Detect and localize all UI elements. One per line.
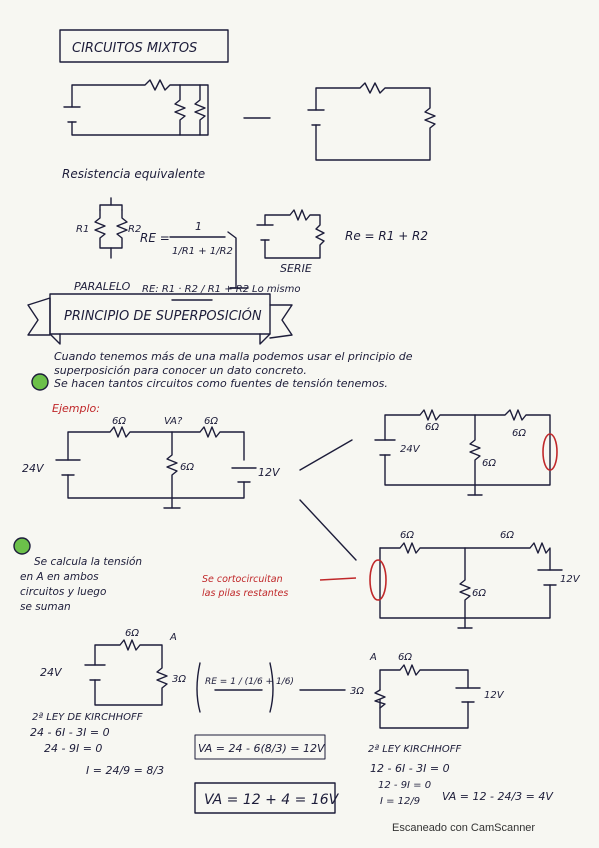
circuit-r-right: 6Ω <box>204 416 218 427</box>
circuit-v-right: 12V <box>258 466 281 479</box>
right-eq2: 12 - 9I = 0 <box>378 780 431 791</box>
label-serie: SERIE <box>280 262 312 275</box>
series-diagram <box>256 209 325 259</box>
left-eq1: 24 - 6I - 3I = 0 <box>30 726 110 739</box>
sc1-r3: 6Ω <box>482 458 496 469</box>
label-re-short: RE: R1 · R2 / R1 + R2 <box>142 284 249 295</box>
short-circuit-mark-2 <box>369 559 387 601</box>
left-re-frac: RE = 1 / (1/6 + 1/6) <box>205 677 294 687</box>
step2-line-1: Se calcula la tensión <box>34 556 142 568</box>
circuit-r-mid: 6Ω <box>180 462 194 473</box>
right-node: A <box>369 652 377 663</box>
left-eq2: 24 - 9I = 0 <box>44 742 102 755</box>
right-r-top: 6Ω <box>398 652 412 663</box>
frac-den: 1/R1 + 1/R2 <box>172 246 233 257</box>
result-text: VA = 12 + 4 = 16V <box>204 792 340 808</box>
page-title: CIRCUITOS MIXTOS <box>72 41 197 56</box>
example-circuit <box>55 426 257 509</box>
red-note-2: las pilas restantes <box>202 588 288 599</box>
label-r2: R2 <box>128 224 141 235</box>
left-kirchhoff: 2ª LEY DE KIRCHHOFF <box>32 712 143 723</box>
right-kirchhoff: 2ª LEY KIRCHHOFF <box>368 744 462 755</box>
right-eq3: I = 12/9 <box>380 796 420 807</box>
sc2-r2: 6Ω <box>500 530 514 541</box>
sc1-v: 24V <box>400 444 421 455</box>
short-circuit-mark-1 <box>542 433 558 471</box>
circuit-v-left: 24V <box>22 462 45 475</box>
intro-text-1: Cuando tenemos más de una malla podemos … <box>54 350 413 363</box>
sc1-r1: 6Ω <box>425 422 439 433</box>
frac-one: 1 <box>195 220 202 233</box>
resistencia-equivalente: Resistencia equivalente <box>62 167 205 181</box>
section-title: PRINCIPIO DE SUPERPOSICIÓN <box>64 308 262 324</box>
left-r-side: 3Ω <box>172 674 186 685</box>
step1-text: Se hacen tantos circuitos como fuentes d… <box>54 377 388 390</box>
superposition-circuit-1 <box>374 409 551 496</box>
sc2-r1: 6Ω <box>400 530 414 541</box>
result-box <box>194 782 336 814</box>
scanner-footer: Escaneado con CamScanner <box>392 822 536 834</box>
left-node: A <box>169 632 177 643</box>
sc1-r2: 6Ω <box>512 428 526 439</box>
va-left-box <box>194 734 326 760</box>
left-r-top: 6Ω <box>125 628 139 639</box>
superposition-circuit-2 <box>379 542 563 629</box>
red-note-1: Se cortocircuitan <box>202 574 283 585</box>
calc-circuit-right <box>374 664 481 729</box>
right-eq1: 12 - 6I - 3I = 0 <box>370 762 450 775</box>
circuit-r-left: 6Ω <box>112 416 126 427</box>
step2-line-3: circuitos y luego <box>20 586 106 598</box>
right-v: 12V <box>484 690 505 701</box>
left-v: 24V <box>40 666 63 679</box>
sc2-r3: 6Ω <box>472 588 486 599</box>
left-eq3: I = 24/9 = 8/3 <box>86 764 164 777</box>
sc2-v: 12V <box>560 574 581 585</box>
title-box <box>59 29 229 63</box>
label-r1: R1 <box>76 224 89 235</box>
left-va: VA = 24 - 6(8/3) = 12V <box>198 742 326 755</box>
red-arrow <box>319 577 357 581</box>
intro-text-2: superposición para conocer un dato concr… <box>54 364 307 377</box>
label-re: RE = <box>140 231 170 245</box>
parallel-diagram <box>94 197 128 259</box>
right-r-side: 3Ω <box>350 686 364 697</box>
calc-circuit-left <box>84 639 168 706</box>
mixed-circuit-diagram <box>63 79 209 136</box>
step2-line-2: en A en ambos <box>20 571 99 583</box>
ejemplo-label: Ejemplo: <box>52 402 100 415</box>
label-paralelo: PARALELO <box>74 280 131 293</box>
right-va: VA = 12 - 24/3 = 4V <box>442 790 554 803</box>
label-re-serie: Re = R1 + R2 <box>345 229 428 243</box>
section-banner <box>27 293 293 345</box>
equivalent-circuit-diagram <box>307 82 436 161</box>
circuit-va: VA? <box>164 416 183 427</box>
label-lo-mismo: Lo mismo <box>252 284 300 295</box>
step2-line-4: se suman <box>20 601 71 613</box>
